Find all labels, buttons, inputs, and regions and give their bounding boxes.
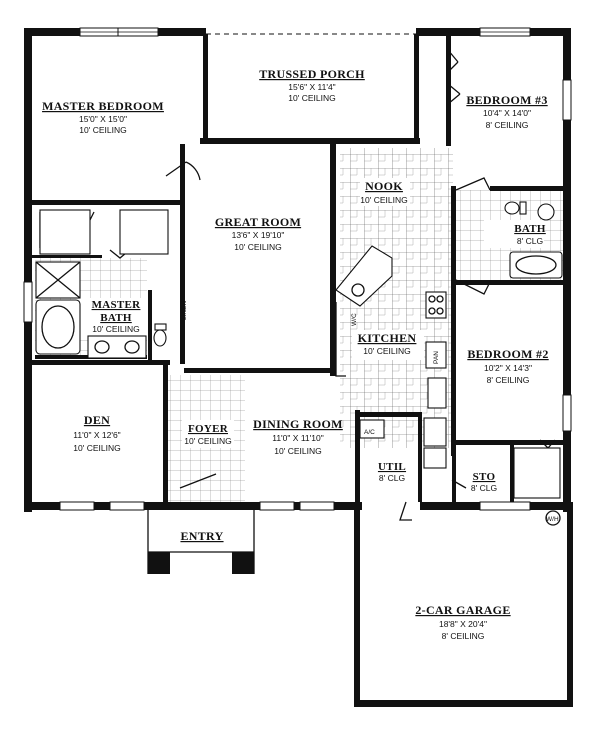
room-name: BEDROOM #3	[466, 93, 547, 107]
room-ceiling: 10' CEILING	[234, 242, 281, 252]
room-ceiling: 10' CEILING	[92, 324, 139, 334]
room-size: 13'6" X 19'10"	[232, 230, 285, 240]
room-dining-room: DINING ROOM 11'0" X 11'10" 10' CEILING	[253, 417, 343, 456]
room-garage: 2-CAR GARAGE 18'8" X 20'4" 8' CEILING	[415, 603, 510, 641]
room-entry: ENTRY	[180, 529, 223, 543]
room-ceiling: 10' CEILING	[360, 195, 407, 205]
room-bath: BATH 8' CLG	[514, 223, 546, 246]
room-name: UTIL	[378, 461, 406, 473]
master-tub	[35, 299, 81, 355]
room-size: 10'4" X 14'0"	[483, 108, 531, 118]
room-ceiling: 8' CEILING	[442, 631, 485, 641]
room-ceiling: 10' CEILING	[79, 125, 126, 135]
kitchen-island	[335, 245, 393, 307]
wh-label: W/H	[546, 516, 559, 523]
room-name: MASTER	[92, 299, 142, 311]
room-name: ENTRY	[180, 529, 223, 543]
room-name: STO	[473, 471, 496, 483]
room-name: BATH	[514, 223, 546, 235]
room-great-room: GREAT ROOM 13'6" X 19'10" 10' CEILING	[215, 215, 301, 252]
linen-label: LINEN	[181, 301, 188, 320]
range	[425, 291, 447, 319]
room-name: TRUSSED PORCH	[259, 67, 365, 81]
master-vanity	[87, 335, 147, 359]
room-foyer: FOYER 10' CEILING	[184, 423, 231, 446]
wc-label: W/C	[351, 313, 358, 326]
pantry	[427, 377, 447, 409]
room-master-bath: MASTER BATH 10' CEILING	[92, 299, 142, 334]
closet-left	[39, 209, 91, 255]
room-ceiling: 10' CEILING	[274, 446, 321, 456]
washer	[423, 447, 447, 469]
room-name-line2: BATH	[100, 312, 132, 324]
sto-closet	[513, 447, 561, 499]
room-ceiling: 10' CEILING	[363, 346, 410, 356]
closet-right	[119, 209, 169, 255]
room-ceiling: 8' CLG	[471, 483, 497, 493]
room-size: 18'8" X 20'4"	[439, 619, 487, 629]
room-sto: STO 8' CLG	[471, 471, 497, 493]
room-util: UTIL 8' CLG	[378, 461, 406, 483]
room-name: MASTER BEDROOM	[42, 99, 164, 113]
room-size: 15'6" X 11'4"	[288, 82, 335, 92]
room-den: DEN 11'0" X 12'6" 10' CEILING	[73, 413, 120, 453]
water-heater	[423, 417, 447, 447]
room-name: DINING ROOM	[253, 417, 343, 431]
room-name: NOOK	[365, 179, 403, 193]
room-ceiling: 10' CEILING	[288, 93, 335, 103]
refrigerator	[425, 341, 447, 369]
room-name: KITCHEN	[358, 331, 417, 345]
room-name: FOYER	[188, 423, 229, 435]
room-name: BEDROOM #2	[467, 347, 548, 361]
ac-unit	[359, 419, 385, 439]
label-backgrounds	[78, 178, 544, 448]
room-bedroom-3: BEDROOM #3 10'4" X 14'0" 8' CEILING	[466, 93, 547, 130]
room-bedroom-2: BEDROOM #2 10'2" X 14'3" 8' CEILING	[467, 347, 548, 385]
room-ceiling: 10' CEILING	[73, 443, 120, 453]
ac-label: A/C	[364, 429, 375, 436]
room-name: 2-CAR GARAGE	[415, 603, 510, 617]
windows	[23, 27, 572, 511]
fixture-labels: A/C W/H LINEN W/C PAN	[181, 301, 559, 523]
entry-column-left	[148, 552, 170, 574]
room-ceiling: 10' CEILING	[184, 436, 231, 446]
wh-symbol	[545, 510, 561, 526]
room-kitchen: KITCHEN 10' CEILING	[358, 331, 417, 356]
pantry-label: PAN	[433, 351, 440, 364]
room-size: 10'2" X 14'3"	[484, 363, 532, 373]
fixtures	[35, 201, 563, 574]
master-toilet	[153, 329, 167, 347]
room-master-bedroom: MASTER BEDROOM 15'0" X 15'0" 10' CEILING	[42, 99, 164, 135]
room-ceiling: 8' CLG	[379, 473, 405, 483]
room-name: DEN	[84, 413, 110, 427]
room-trussed-porch: TRUSSED PORCH 15'6" X 11'4" 10' CEILING	[259, 67, 365, 103]
room-ceiling: 8' CLG	[517, 236, 543, 246]
room-name: GREAT ROOM	[215, 215, 301, 229]
room-nook: NOOK 10' CEILING	[360, 179, 407, 205]
room-ceiling: 8' CEILING	[487, 375, 530, 385]
room-ceiling: 8' CEILING	[486, 120, 529, 130]
bath-sink	[537, 203, 555, 221]
bath-toilet	[504, 201, 520, 215]
room-size: 11'0" X 12'6"	[73, 430, 120, 440]
room-size: 15'0" X 15'0"	[79, 114, 127, 124]
entry-column-right	[232, 552, 254, 574]
room-size: 11'0" X 11'10"	[272, 433, 324, 443]
